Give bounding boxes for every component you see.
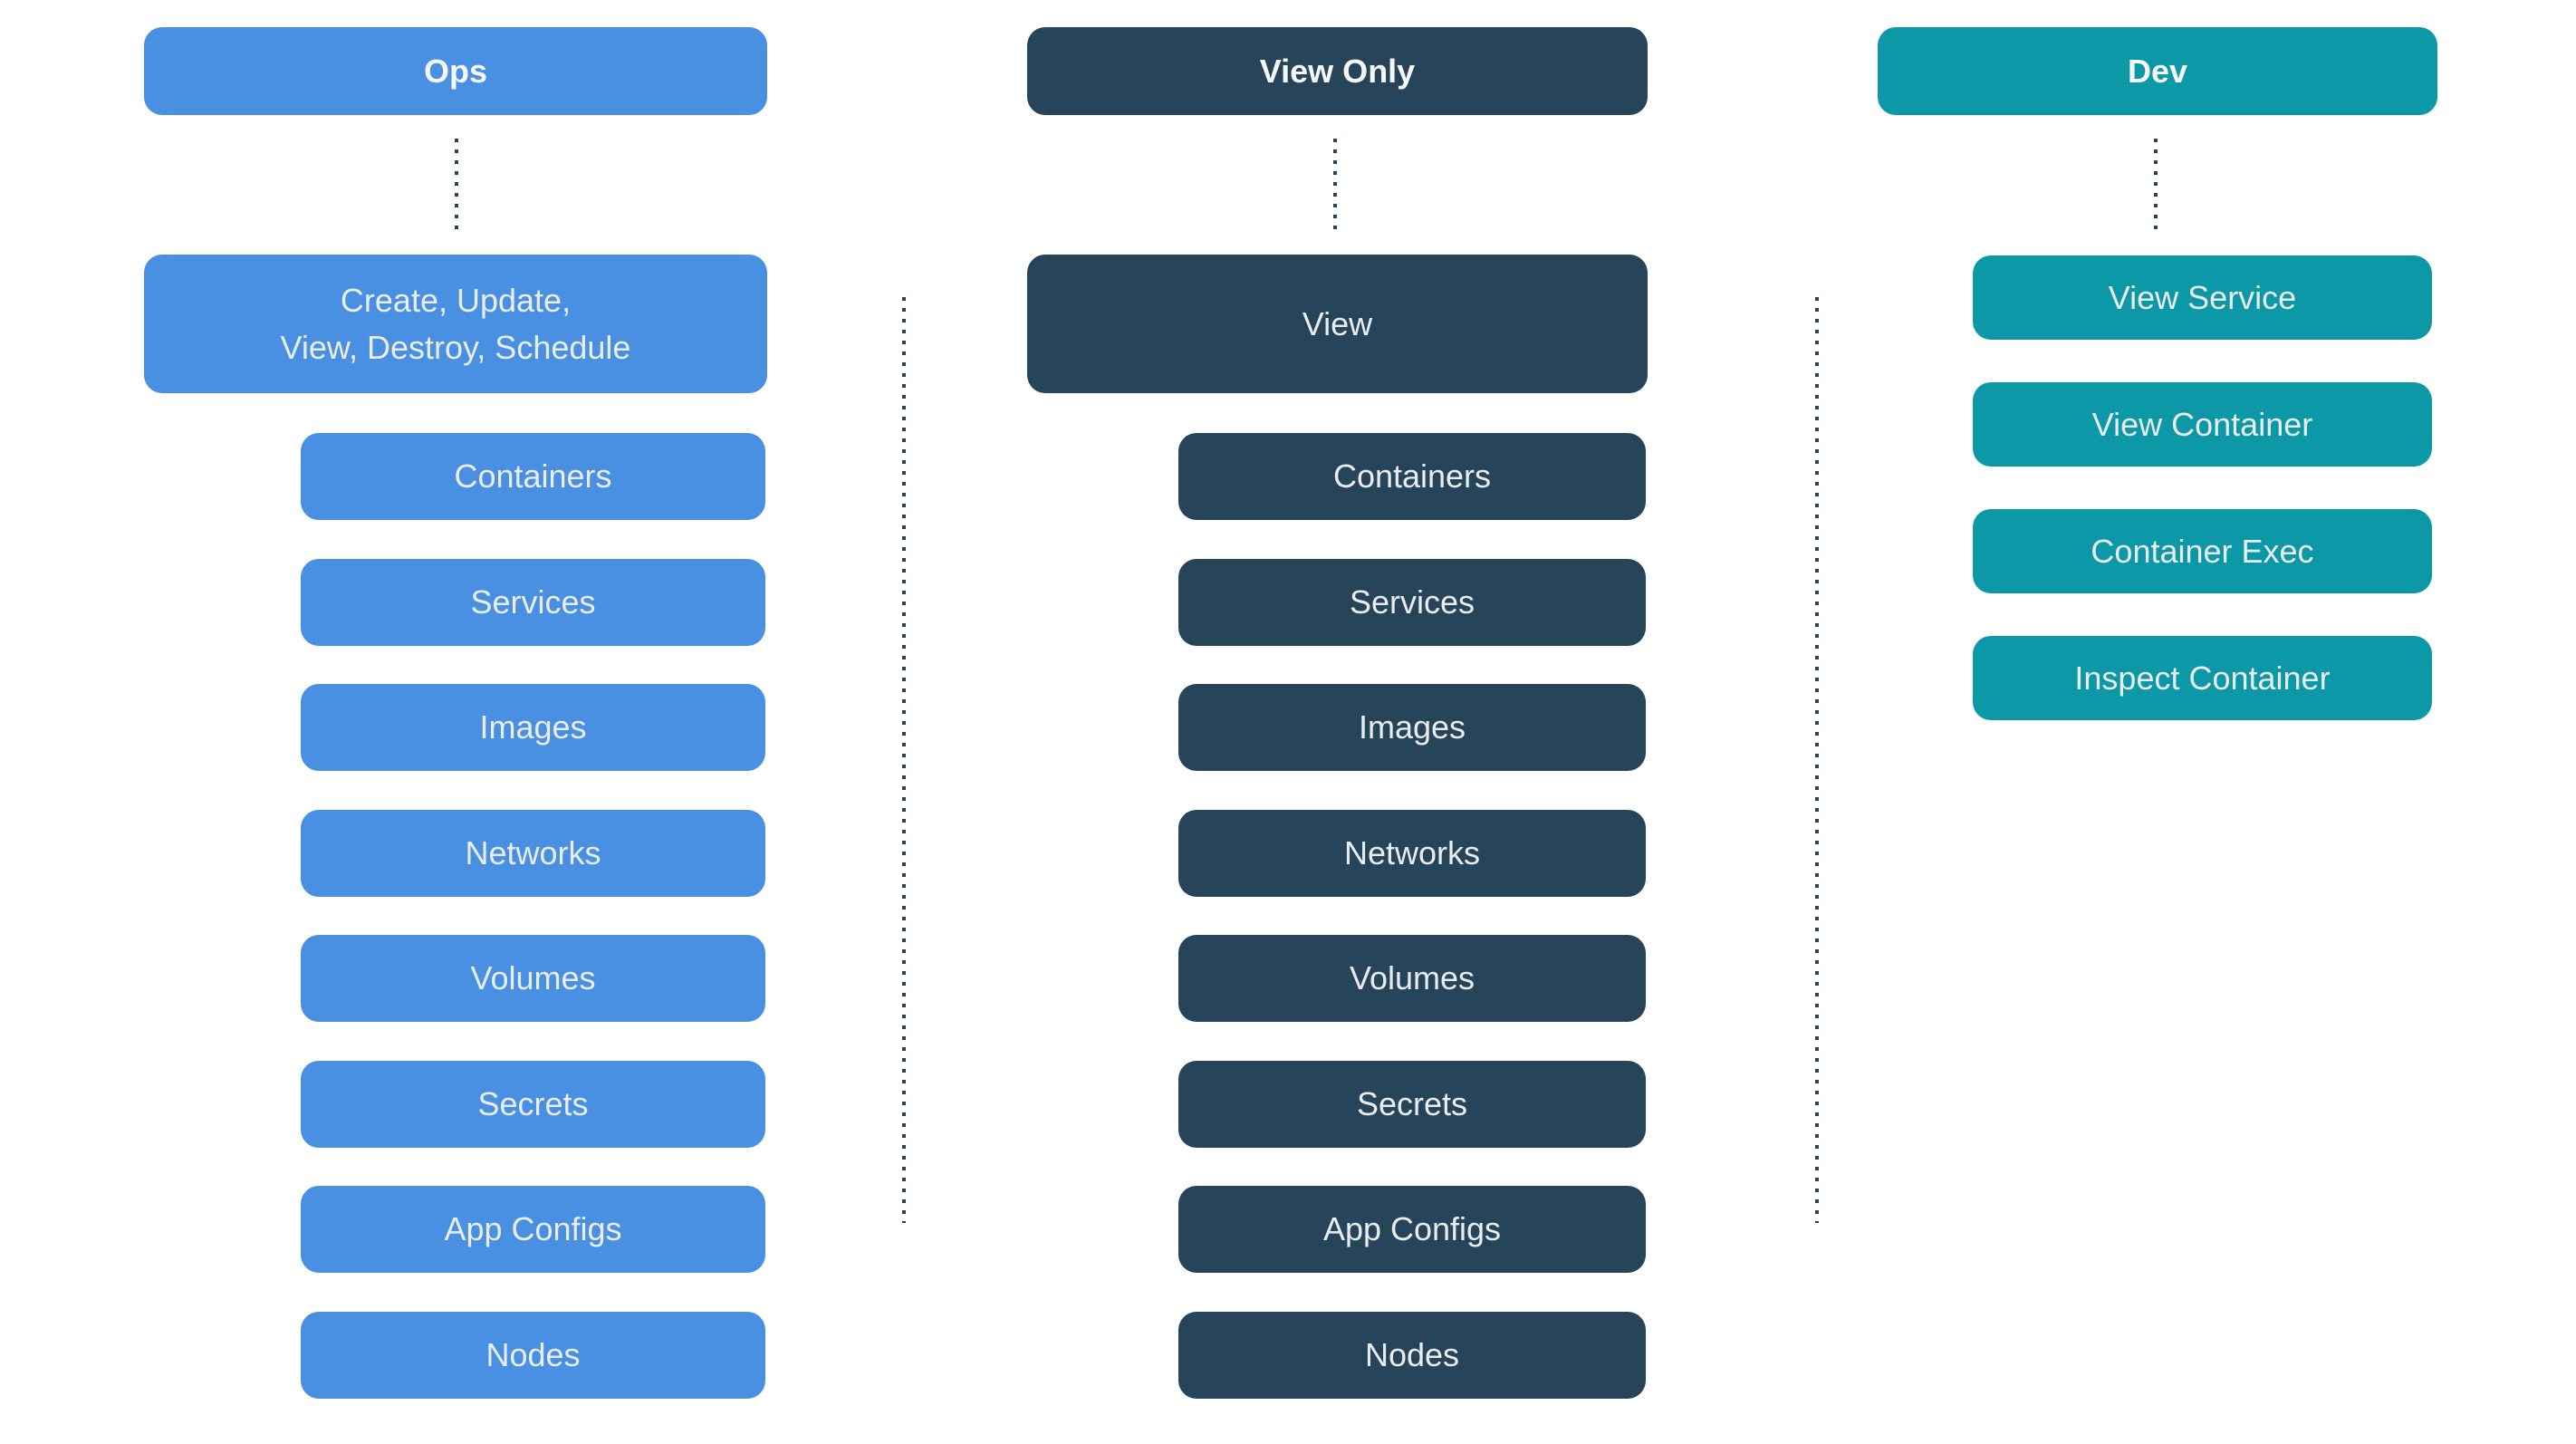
ops-actions-line-1: Create, Update, [340, 281, 572, 319]
divider-viewonly-dev-dotted-line [1815, 297, 1819, 1223]
dev-connector-dotted-line [2154, 139, 2158, 233]
ops-item-images: Images [301, 684, 765, 771]
ops-item-secrets: Secrets [301, 1061, 765, 1148]
divider-ops-viewonly-dotted-line [902, 297, 906, 1223]
view-only-item-app-configs: App Configs [1178, 1186, 1646, 1273]
view-only-actions-line-1: View [1302, 304, 1373, 342]
ops-actions-line-2: View, Destroy, Schedule [280, 328, 631, 366]
view-only-connector-dotted-line [1333, 139, 1337, 233]
dev-item-view-container: View Container [1973, 382, 2432, 467]
view-only-item-networks: Networks [1178, 810, 1646, 897]
view-only-header: View Only [1027, 27, 1648, 115]
view-only-item-images: Images [1178, 684, 1646, 771]
dev-item-inspect-container: Inspect Container [1973, 636, 2432, 720]
dev-item-view-service: View Service [1973, 255, 2432, 340]
ops-header: Ops [144, 27, 767, 115]
ops-item-app-configs: App Configs [301, 1186, 765, 1273]
view-only-item-volumes: Volumes [1178, 935, 1646, 1022]
ops-actions-box: Create, Update, View, Destroy, Schedule [144, 255, 767, 393]
view-only-item-nodes: Nodes [1178, 1312, 1646, 1399]
view-only-item-services: Services [1178, 559, 1646, 646]
ops-item-networks: Networks [301, 810, 765, 897]
view-only-item-containers: Containers [1178, 433, 1646, 520]
dev-item-container-exec: Container Exec [1973, 509, 2432, 593]
dev-header: Dev [1878, 27, 2437, 115]
view-only-item-secrets: Secrets [1178, 1061, 1646, 1148]
ops-item-services: Services [301, 559, 765, 646]
ops-item-containers: Containers [301, 433, 765, 520]
ops-connector-dotted-line [455, 139, 458, 233]
ops-item-nodes: Nodes [301, 1312, 765, 1399]
view-only-actions-box: View [1027, 255, 1648, 393]
ops-item-volumes: Volumes [301, 935, 765, 1022]
